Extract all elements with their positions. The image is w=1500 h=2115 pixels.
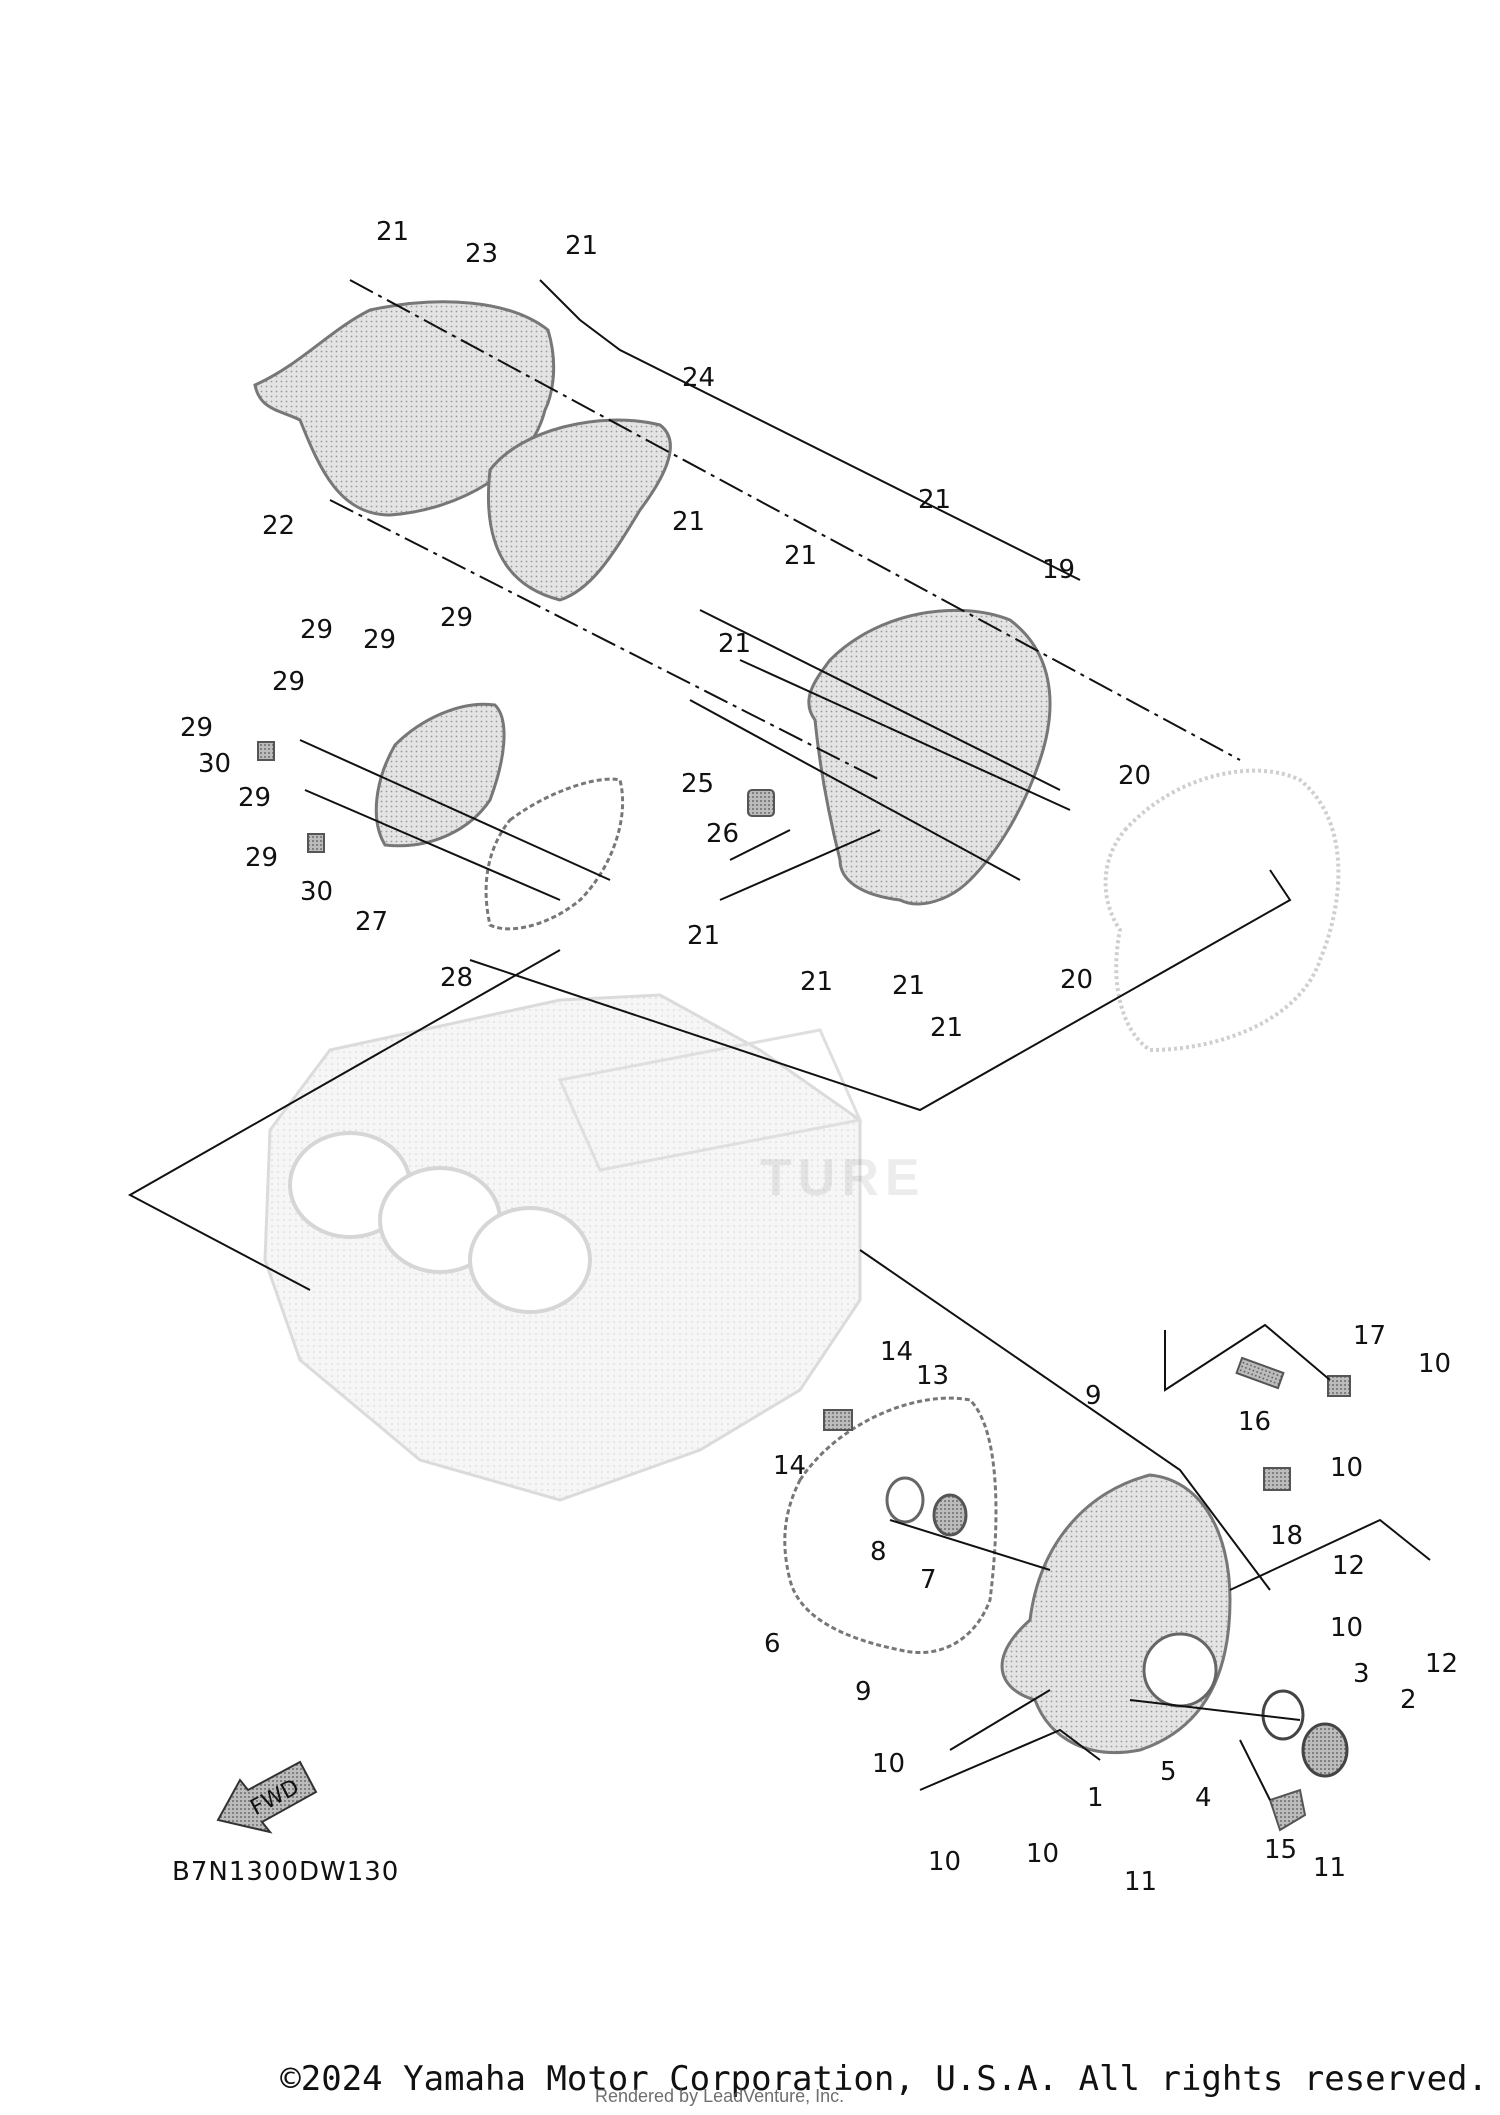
part-30-clip-upper xyxy=(257,741,275,761)
callout-29: 29 xyxy=(180,713,213,743)
part-30-clip-lower xyxy=(307,833,325,853)
callout-8: 8 xyxy=(870,1537,887,1567)
part-15-bracket xyxy=(1268,1788,1307,1832)
callout-16: 16 xyxy=(1238,1407,1271,1437)
part-17-clip xyxy=(1327,1375,1351,1397)
callout-13: 13 xyxy=(916,1361,949,1391)
callout-10: 10 xyxy=(872,1749,905,1779)
callout-20: 20 xyxy=(1060,965,1093,995)
callout-10: 10 xyxy=(1026,1839,1059,1869)
callout-23: 23 xyxy=(465,239,498,269)
copyright-notice: ©2024 Yamaha Motor Corporation, U.S.A. A… xyxy=(280,2059,1488,2099)
callout-21: 21 xyxy=(376,217,409,247)
watermark-text: TURE xyxy=(760,1149,926,1207)
callout-15: 15 xyxy=(1264,1835,1297,1865)
callout-30: 30 xyxy=(198,749,231,779)
callout-12: 12 xyxy=(1332,1551,1365,1581)
callout-25: 25 xyxy=(681,769,714,799)
crankcase-block xyxy=(263,993,863,1502)
callout-21: 21 xyxy=(565,231,598,261)
rendered-by-notice: Rendered by LeadVenture, Inc. xyxy=(595,2086,845,2106)
part-28-gasket xyxy=(484,777,625,931)
part-24-cover xyxy=(487,418,672,602)
callout-21: 21 xyxy=(800,967,833,997)
callout-10: 10 xyxy=(1330,1453,1363,1483)
callout-24: 24 xyxy=(682,363,715,393)
callout-30: 30 xyxy=(300,877,333,907)
part-13-clip xyxy=(823,1409,853,1431)
part-8-oring xyxy=(885,1476,925,1524)
callout-21: 21 xyxy=(784,541,817,571)
callout-5: 5 xyxy=(1160,1757,1177,1787)
callout-18: 18 xyxy=(1270,1521,1303,1551)
part-6-gasket xyxy=(783,1396,998,1655)
callout-19: 19 xyxy=(1042,555,1075,585)
leader-lines xyxy=(127,279,1431,1801)
callout-29: 29 xyxy=(300,615,333,645)
callout-21: 21 xyxy=(930,1013,963,1043)
callout-10: 10 xyxy=(1418,1349,1451,1379)
callout-11: 11 xyxy=(1313,1853,1346,1883)
part-3-oring xyxy=(1261,1689,1305,1741)
callout-9: 9 xyxy=(855,1677,872,1707)
part-2-cap xyxy=(1301,1722,1349,1778)
right-gasket-outline xyxy=(1103,768,1341,1053)
callout-26: 26 xyxy=(706,819,739,849)
callout-14: 14 xyxy=(773,1451,806,1481)
callout-29: 29 xyxy=(245,843,278,873)
part-23-cover xyxy=(253,300,556,517)
part-7-seal xyxy=(932,1493,968,1537)
callout-3: 3 xyxy=(1353,1659,1370,1689)
callout-7: 7 xyxy=(920,1565,937,1595)
callout-2: 2 xyxy=(1400,1685,1417,1715)
callout-21: 21 xyxy=(672,507,705,537)
part-18-clip xyxy=(1263,1467,1291,1491)
callout-29: 29 xyxy=(272,667,305,697)
part-25-sensor xyxy=(747,789,775,817)
callout-6: 6 xyxy=(764,1629,781,1659)
callout-21: 21 xyxy=(687,921,720,951)
part-16-plate xyxy=(1235,1356,1285,1390)
diagram-code: B7N1300DW130 xyxy=(172,1857,399,1887)
part-1-bore xyxy=(1142,1632,1218,1708)
callout-21: 21 xyxy=(892,971,925,1001)
callout-9: 9 xyxy=(1085,1381,1102,1411)
callout-20: 20 xyxy=(1118,761,1151,791)
part-1-cover xyxy=(1000,1473,1232,1755)
part-19-cover xyxy=(807,608,1052,906)
callout-21: 21 xyxy=(918,485,951,515)
callout-29: 29 xyxy=(363,625,396,655)
callout-14: 14 xyxy=(880,1337,913,1367)
callout-28: 28 xyxy=(440,963,473,993)
callout-4: 4 xyxy=(1195,1783,1212,1813)
callout-11: 11 xyxy=(1124,1867,1157,1897)
fwd-arrow: FWD xyxy=(216,1760,318,1834)
callout-1: 1 xyxy=(1087,1783,1104,1813)
callout-10: 10 xyxy=(1330,1613,1363,1643)
callout-29: 29 xyxy=(238,783,271,813)
callout-29: 29 xyxy=(440,603,473,633)
callout-12: 12 xyxy=(1425,1649,1458,1679)
callout-17: 17 xyxy=(1353,1321,1386,1351)
callout-22: 22 xyxy=(262,511,295,541)
callout-27: 27 xyxy=(355,907,388,937)
callout-21: 21 xyxy=(718,629,751,659)
callout-10: 10 xyxy=(928,1847,961,1877)
